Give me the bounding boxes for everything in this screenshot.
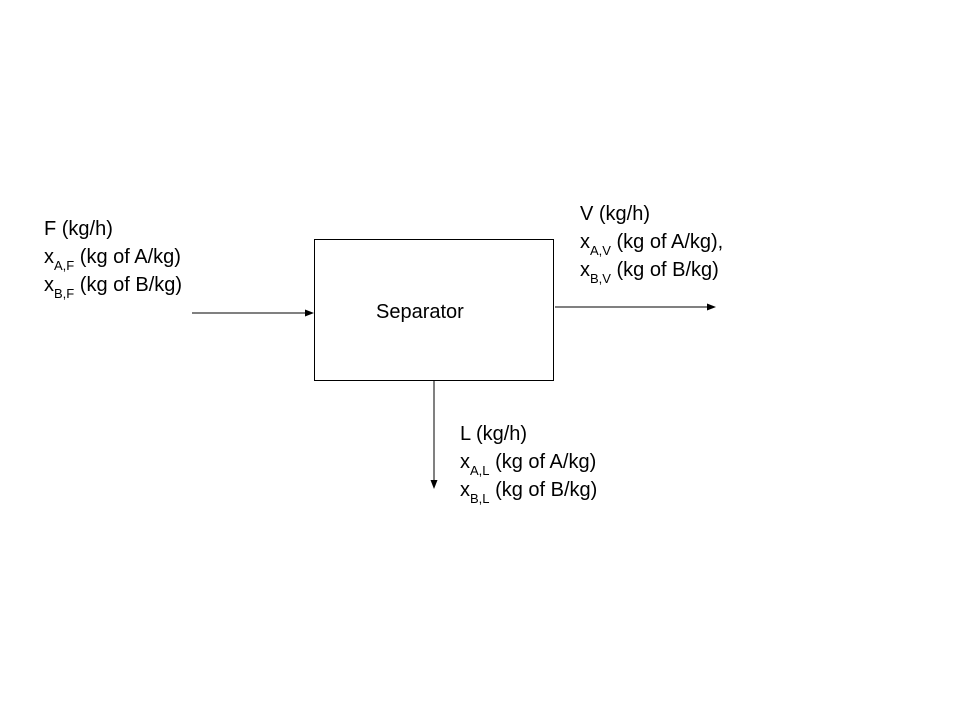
feed-flow-label: F (kg/h) <box>44 218 113 240</box>
liquid-fraction-a-label: xA,L (kg of A/kg) <box>460 448 597 478</box>
liquid-fraction-b-symbol: x <box>460 479 470 501</box>
feed-fraction-b-symbol: x <box>44 274 54 296</box>
vapor-stream-labels: V (kg/h) xA,V (kg of A/kg), xB,V (kg of … <box>580 200 724 286</box>
liquid-flow-label: L (kg/h) <box>460 423 528 445</box>
feed-fraction-a-unit: (kg of A/kg) <box>74 246 181 268</box>
vapor-flow-label: V (kg/h) <box>580 203 651 225</box>
liquid-fraction-b-label: xB,L (kg of B/kg) <box>460 476 598 506</box>
feed-fraction-a-subscript: A,F <box>54 258 75 273</box>
vapor-fraction-a-label: xA,V (kg of A/kg), <box>580 228 724 258</box>
vapor-fraction-a-unit: (kg of A/kg), <box>610 231 724 253</box>
vapor-fraction-b-label: xB,V (kg of B/kg) <box>580 256 723 286</box>
feed-fraction-b-label: xB,F (kg of B/kg) <box>44 271 183 301</box>
vapor-fraction-a-subscript: A,V <box>590 243 611 258</box>
feed-fraction-a-label: xA,F (kg of A/kg) <box>44 243 182 273</box>
liquid-fraction-a-unit: (kg of A/kg) <box>489 451 597 473</box>
separator-label: Separator <box>376 301 464 323</box>
feed-stream-labels: F (kg/h) xA,F (kg of A/kg) xB,F (kg of B… <box>44 215 183 301</box>
separator-unit-box <box>314 239 554 381</box>
liquid-fraction-a-symbol: x <box>460 451 470 473</box>
vapor-fraction-b-subscript: B,V <box>590 271 611 286</box>
feed-stream-arrow <box>192 309 314 317</box>
feed-fraction-a-symbol: x <box>44 246 54 268</box>
vapor-fraction-b-unit: (kg of B/kg) <box>610 259 719 281</box>
vapor-fraction-a-symbol: x <box>580 231 590 253</box>
feed-fraction-b-unit: (kg of B/kg) <box>74 274 183 296</box>
liquid-stream-labels: L (kg/h) xA,L (kg of A/kg) xB,L (kg of B… <box>460 420 598 506</box>
vapor-stream-arrow <box>555 303 716 311</box>
liquid-fraction-b-subscript: B,L <box>470 491 490 506</box>
feed-fraction-b-subscript: B,F <box>54 286 75 301</box>
liquid-stream-arrow <box>430 381 438 489</box>
liquid-fraction-b-unit: (kg of B/kg) <box>489 479 598 501</box>
liquid-fraction-a-subscript: A,L <box>470 463 490 478</box>
vapor-fraction-b-symbol: x <box>580 259 590 281</box>
